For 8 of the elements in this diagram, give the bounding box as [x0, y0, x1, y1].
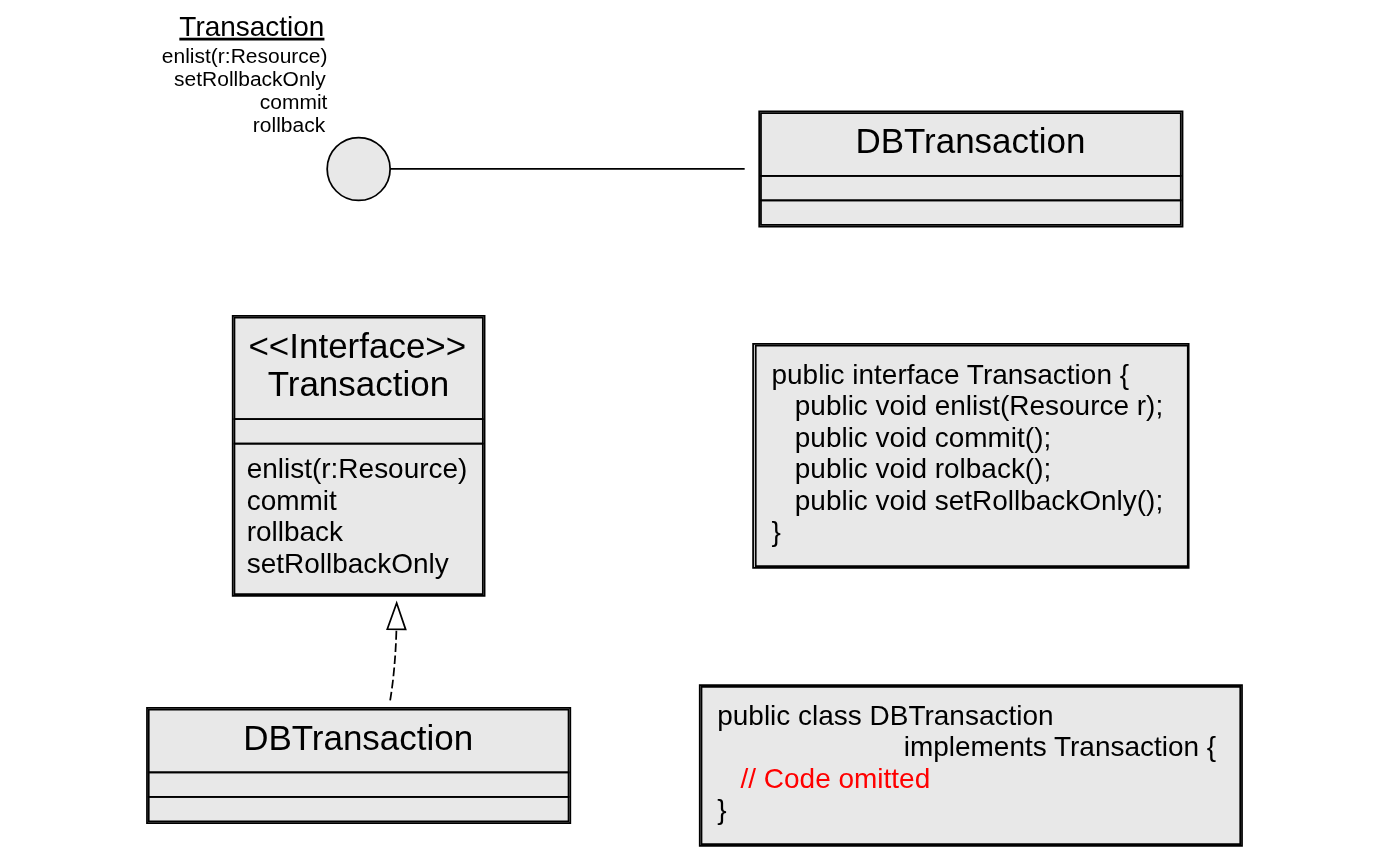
node-label: commit [259, 89, 327, 113]
node-label: enlist(r:Resource) [161, 44, 327, 68]
node-label: setRollbackOnly [173, 67, 326, 91]
connector [388, 168, 746, 170]
node-label: Transaction [178, 10, 324, 42]
node-circle [325, 136, 391, 202]
node-label: rollback [252, 112, 325, 136]
arrow [385, 600, 407, 702]
